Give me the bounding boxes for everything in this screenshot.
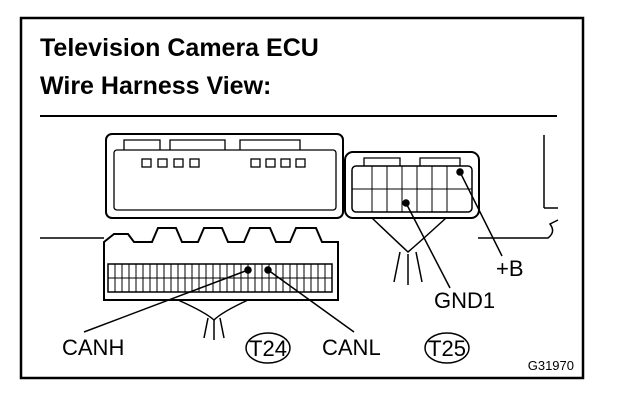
t24-tag-oval (245, 332, 291, 364)
connector-t24 (103, 227, 339, 340)
label-t25: T25 (428, 336, 466, 361)
label-t24: T24 (249, 336, 287, 361)
t25-pin-grid (352, 166, 472, 212)
t25-tag-oval (424, 332, 470, 364)
label-plus-b: +B (496, 256, 524, 281)
label-gnd1: GND1 (434, 288, 495, 313)
outer-border (19, 16, 585, 380)
connector-t25 (344, 151, 480, 285)
t24-pin-grid (108, 264, 332, 292)
label-canh: CANH (62, 335, 124, 360)
title-line-1: Television Camera ECU (40, 34, 319, 62)
leader-lines (83, 168, 503, 333)
ecu-body-outline (40, 135, 559, 239)
upper-housing-slots (141, 158, 306, 168)
figure-code: G31970 (528, 358, 574, 373)
upper-housing-left (105, 133, 344, 219)
title-line-2: Wire Harness View: (40, 72, 271, 100)
label-canl: CANL (322, 335, 381, 360)
